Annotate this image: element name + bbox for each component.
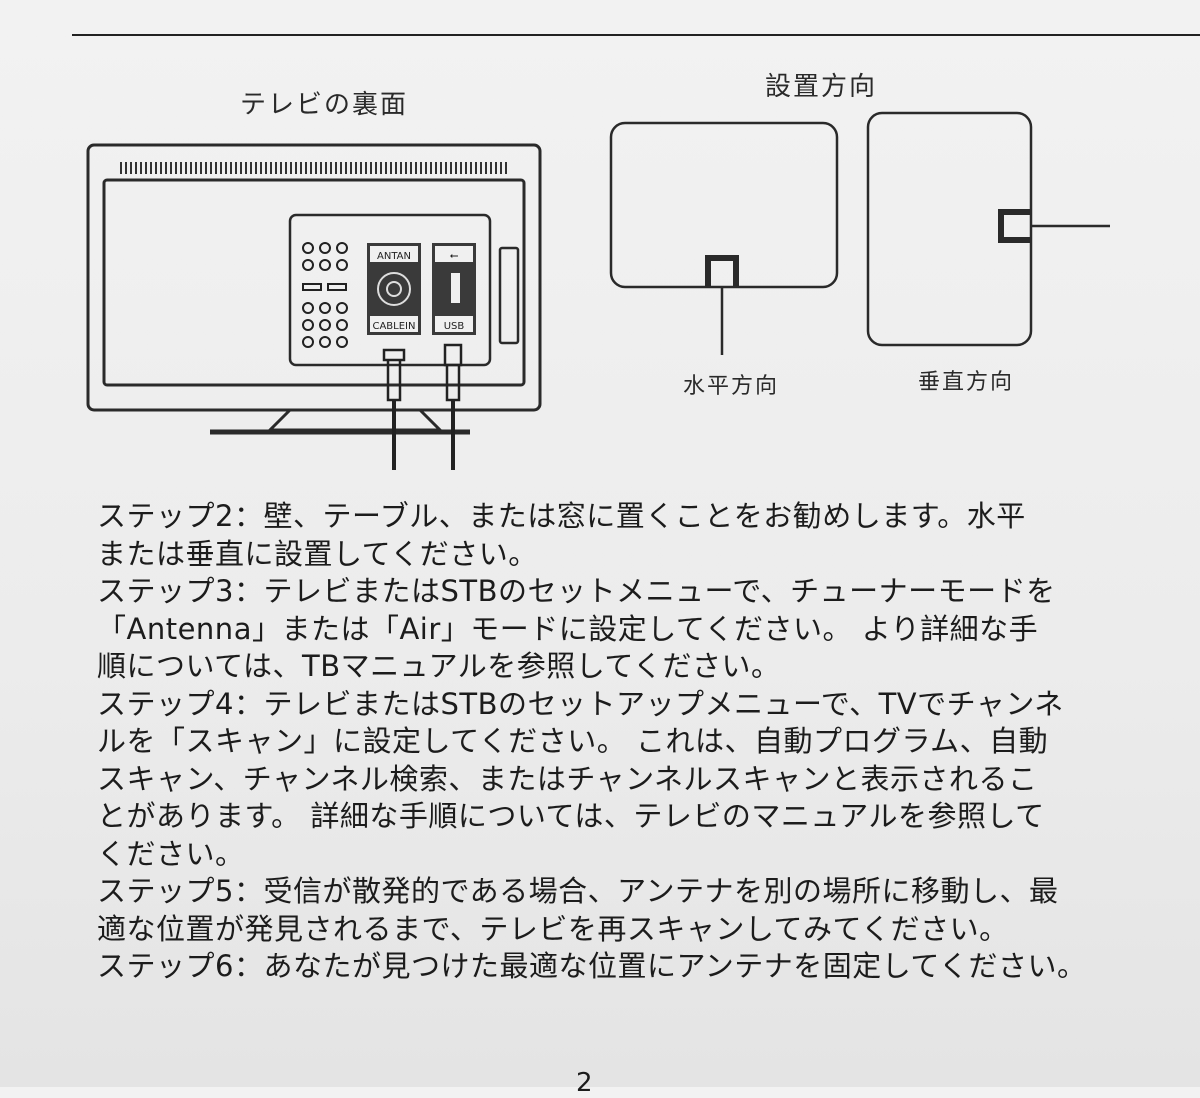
tv-screen-back <box>102 178 526 387</box>
instruction-line: 適な位置が発見されるまで、テレビを再スキャンしてみてください。 <box>97 911 1009 946</box>
page-number: 2 <box>576 1068 593 1098</box>
tv-back-title: テレビの裏面 <box>240 90 409 120</box>
instruction-line: ステップ5：受信が散発的である場合、アンテナを別の場所に移動し、最 <box>97 874 1059 908</box>
antenna-vertical <box>866 111 1110 347</box>
instruction-line: ステップ3：テレビまたはSTBのセットメニューで、チューナーモードを <box>97 574 1056 608</box>
antenna-port: ANTAN CABLEIN <box>367 243 421 335</box>
cables <box>382 343 463 470</box>
port-panel <box>288 213 492 367</box>
vertical-label: 垂直方向 <box>918 370 1015 395</box>
instruction-line: ステップ4：テレビまたはSTBのセットアップメニューで、TVでチャンネ <box>97 686 1064 721</box>
instruction-line: ステップ2：壁、テーブル、または窓に置くことをお勧めします。水平 <box>97 499 1026 533</box>
instruction-line: または垂直に設置してください。 <box>97 536 538 571</box>
side-panel <box>498 246 520 345</box>
header-rule <box>72 34 1200 36</box>
instruction-line: ルを「スキャン」に設定してください。 これは、自動プログラム、自動 <box>97 724 1049 758</box>
usb-icon: ⭠ <box>450 249 459 262</box>
instruction-line: ステップ6：あなたが見つけた最適な位置にアンテナを固定してください。 <box>97 949 1087 983</box>
av-jacks <box>302 242 348 348</box>
usb-port-label: USB <box>444 321 465 332</box>
antenna-horizontal <box>609 121 839 355</box>
instructions: ステップ2：壁、テーブル、または窓に置くことをお勧めします。水平 または垂直に設… <box>97 498 1177 986</box>
usb-port: ⭠ USB <box>432 243 476 335</box>
tv-frame <box>86 143 542 412</box>
tv-stand <box>266 408 444 432</box>
orientation-title: 設置方向 <box>765 72 878 102</box>
antenna-port-label: ANTAN <box>377 251 411 262</box>
instruction-line: ください。 <box>97 836 245 871</box>
tv-illustration: ANTAN CABLEIN ⭠ USB <box>86 111 1110 470</box>
horizontal-label: 水平方向 <box>683 374 780 399</box>
instruction-line: 「Antenna」または「Air」モードに設定してください。 より詳細な手 <box>97 611 1039 646</box>
instruction-line: 順については、TBマニュアルを参照してください。 <box>97 649 781 683</box>
instruction-line: とがあります。 詳細な手順については、テレビのマニュアルを参照して <box>97 799 1045 833</box>
instruction-line: スキャン、チャンネル検索、またはチャンネルスキャンと表示されるこ <box>97 761 1038 796</box>
cable-port-label: CABLEIN <box>372 321 415 332</box>
